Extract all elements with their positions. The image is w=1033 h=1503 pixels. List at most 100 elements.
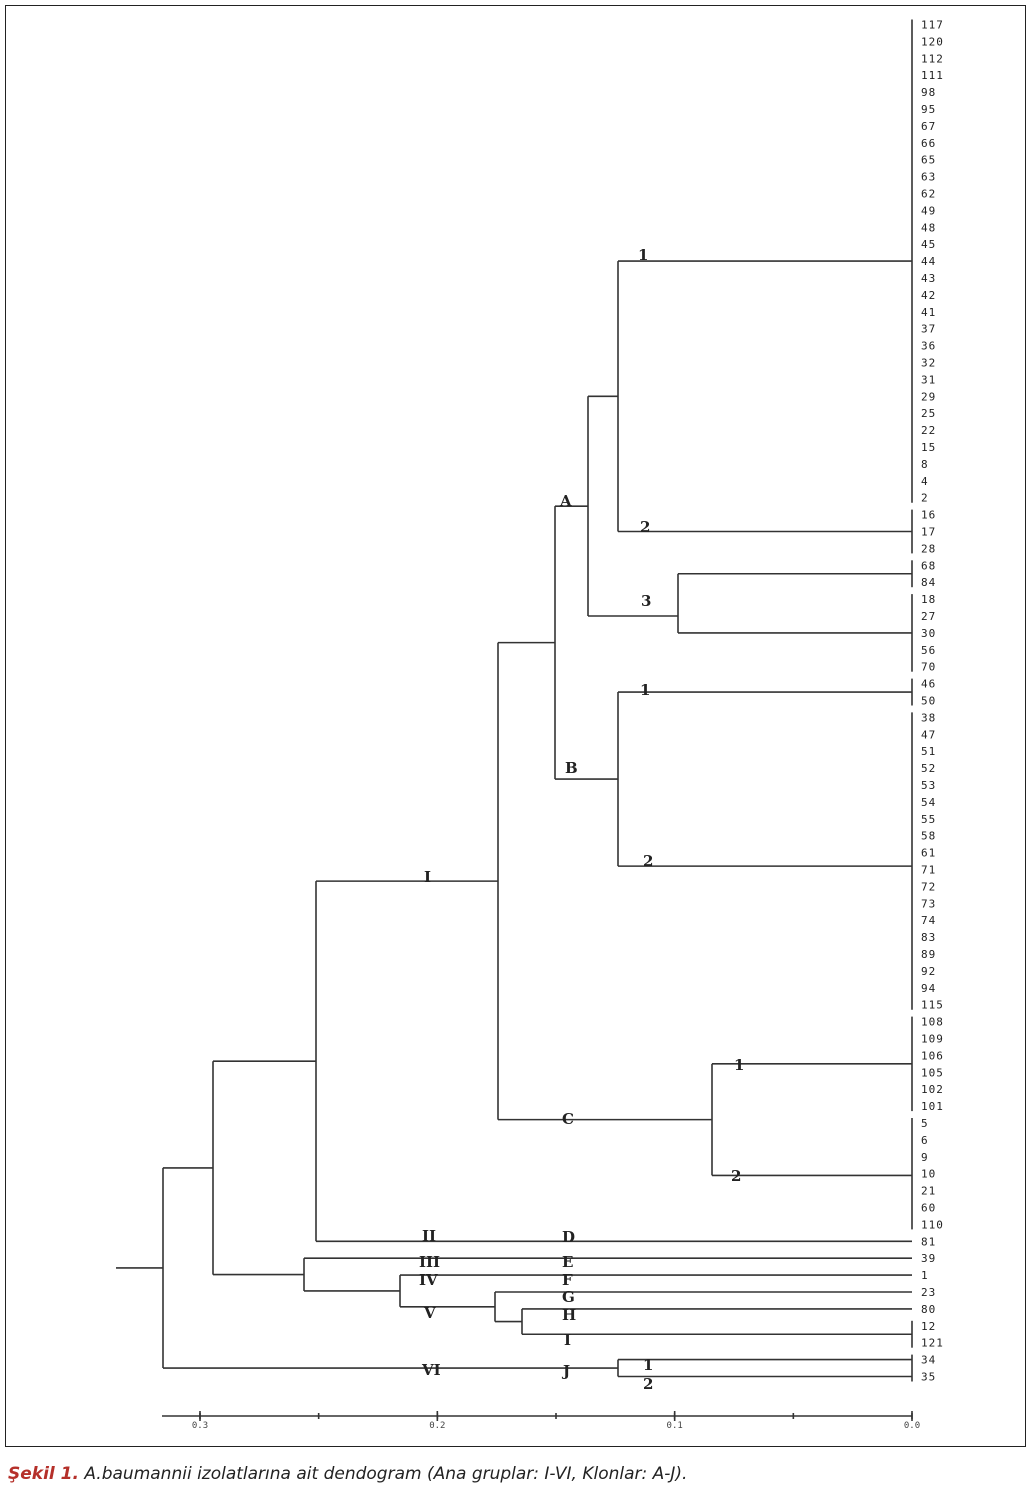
leaf-label-106: 106 (921, 1049, 944, 1062)
leaf-label-31: 31 (921, 373, 936, 386)
clone-label-D: D (562, 1228, 575, 1246)
clone-label-J: J (561, 1362, 570, 1380)
leaf-label-22: 22 (921, 424, 936, 437)
leaf-label-16: 16 (921, 509, 936, 522)
leaf-label-61: 61 (921, 847, 936, 860)
clone-label-H: H (562, 1306, 576, 1324)
leaf-label-108: 108 (921, 1016, 944, 1029)
leaf-label-120: 120 (921, 35, 944, 48)
clone-label-A: A (559, 492, 572, 510)
leaf-label-35: 35 (921, 1371, 936, 1384)
subclone-label-J1: 1 (643, 1356, 653, 1374)
leaf-label-81: 81 (921, 1235, 936, 1248)
leaf-label-9: 9 (921, 1151, 929, 1164)
leaf-label-66: 66 (921, 137, 936, 150)
leaf-label-29: 29 (921, 390, 936, 403)
leaf-label-112: 112 (921, 52, 944, 65)
leaf-label-102: 102 (921, 1083, 944, 1096)
subclone-label-C1: 1 (734, 1056, 744, 1074)
leaf-label-43: 43 (921, 272, 936, 285)
axis-tick-label-0.2: 0.2 (429, 1421, 445, 1431)
leaf-label-54: 54 (921, 796, 936, 809)
leaf-label-36: 36 (921, 340, 936, 353)
leaf-label-62: 62 (921, 188, 936, 201)
leaf-label-68: 68 (921, 559, 936, 572)
leaf-label-38: 38 (921, 711, 936, 724)
leaf-label-27: 27 (921, 610, 936, 623)
leaf-label-48: 48 (921, 221, 936, 234)
leaf-label-84: 84 (921, 576, 936, 589)
leaf-label-42: 42 (921, 289, 936, 302)
leaf-label-45: 45 (921, 238, 936, 251)
leaf-label-44: 44 (921, 255, 936, 268)
leaf-label-117: 117 (921, 19, 944, 32)
leaf-label-65: 65 (921, 154, 936, 167)
leaf-label-15: 15 (921, 441, 936, 454)
clone-label-G: G (562, 1288, 575, 1306)
subclone-label-J2: 2 (643, 1375, 653, 1393)
leaf-label-47: 47 (921, 728, 936, 741)
subclone-label-B2: 2 (643, 852, 653, 870)
leaf-label-95: 95 (921, 103, 936, 116)
leaf-label-8: 8 (921, 458, 929, 471)
leaf-label-50: 50 (921, 695, 936, 708)
leaf-label-6: 6 (921, 1134, 929, 1147)
leaf-label-32: 32 (921, 357, 936, 370)
subclone-label-C2: 2 (731, 1167, 741, 1185)
group-label-II: II (422, 1227, 436, 1245)
leaf-label-101: 101 (921, 1100, 944, 1113)
group-label-I: I (424, 868, 431, 886)
leaf-label-21: 21 (921, 1185, 936, 1198)
caption-lead: Şekil 1. (8, 1464, 79, 1484)
leaf-label-34: 34 (921, 1354, 936, 1367)
axis-tick-label-0.1: 0.1 (667, 1421, 683, 1431)
leaf-label-46: 46 (921, 678, 936, 691)
leaf-label-30: 30 (921, 627, 936, 640)
leaf-label-28: 28 (921, 542, 936, 555)
leaf-label-58: 58 (921, 830, 936, 843)
leaf-label-94: 94 (921, 982, 936, 995)
group-label-III: III (419, 1253, 440, 1271)
leaf-label-109: 109 (921, 1033, 944, 1046)
clone-label-F: F (562, 1271, 573, 1289)
subclone-label-A2: 2 (640, 518, 650, 536)
caption-text: A.baumannii izolatlarına ait dendogram (… (78, 1464, 688, 1484)
axis-tick-label-0.0: 0.0 (904, 1421, 920, 1431)
leaf-label-72: 72 (921, 880, 936, 893)
leaf-label-63: 63 (921, 171, 936, 184)
leaf-label-80: 80 (921, 1303, 936, 1316)
leaf-label-41: 41 (921, 306, 936, 319)
leaf-label-73: 73 (921, 897, 936, 910)
subclone-label-A3: 3 (641, 592, 651, 610)
leaf-label-25: 25 (921, 407, 936, 420)
dendrogram-branches (116, 19, 913, 1382)
leaf-label-12: 12 (921, 1320, 936, 1333)
leaf-label-56: 56 (921, 644, 936, 657)
leaf-label-110: 110 (921, 1218, 944, 1231)
leaf-label-98: 98 (921, 86, 936, 99)
group-label-VI: VI (421, 1361, 441, 1379)
leaf-label-92: 92 (921, 965, 936, 978)
leaf-label-60: 60 (921, 1202, 936, 1215)
leaf-label-89: 89 (921, 948, 936, 961)
clone-label-I: I (564, 1331, 571, 1349)
subclone-label-B1: 1 (640, 681, 650, 699)
figure-frame (5, 5, 1026, 1447)
leaf-label-74: 74 (921, 914, 936, 927)
clone-label-C: C (562, 1110, 574, 1128)
leaf-label-10: 10 (921, 1168, 936, 1181)
leaf-label-37: 37 (921, 323, 936, 336)
leaf-label-1: 1 (921, 1269, 929, 1282)
subclone-label-A1: 1 (638, 246, 648, 264)
leaf-label-53: 53 (921, 779, 936, 792)
leaf-label-115: 115 (921, 999, 944, 1012)
leaf-labels: 1171201121119895676665636249484544434241… (921, 19, 944, 1384)
leaf-label-49: 49 (921, 204, 936, 217)
leaf-label-51: 51 (921, 745, 936, 758)
leaf-label-83: 83 (921, 931, 936, 944)
leaf-label-17: 17 (921, 526, 936, 539)
leaf-label-105: 105 (921, 1066, 944, 1079)
leaf-label-52: 52 (921, 762, 936, 775)
